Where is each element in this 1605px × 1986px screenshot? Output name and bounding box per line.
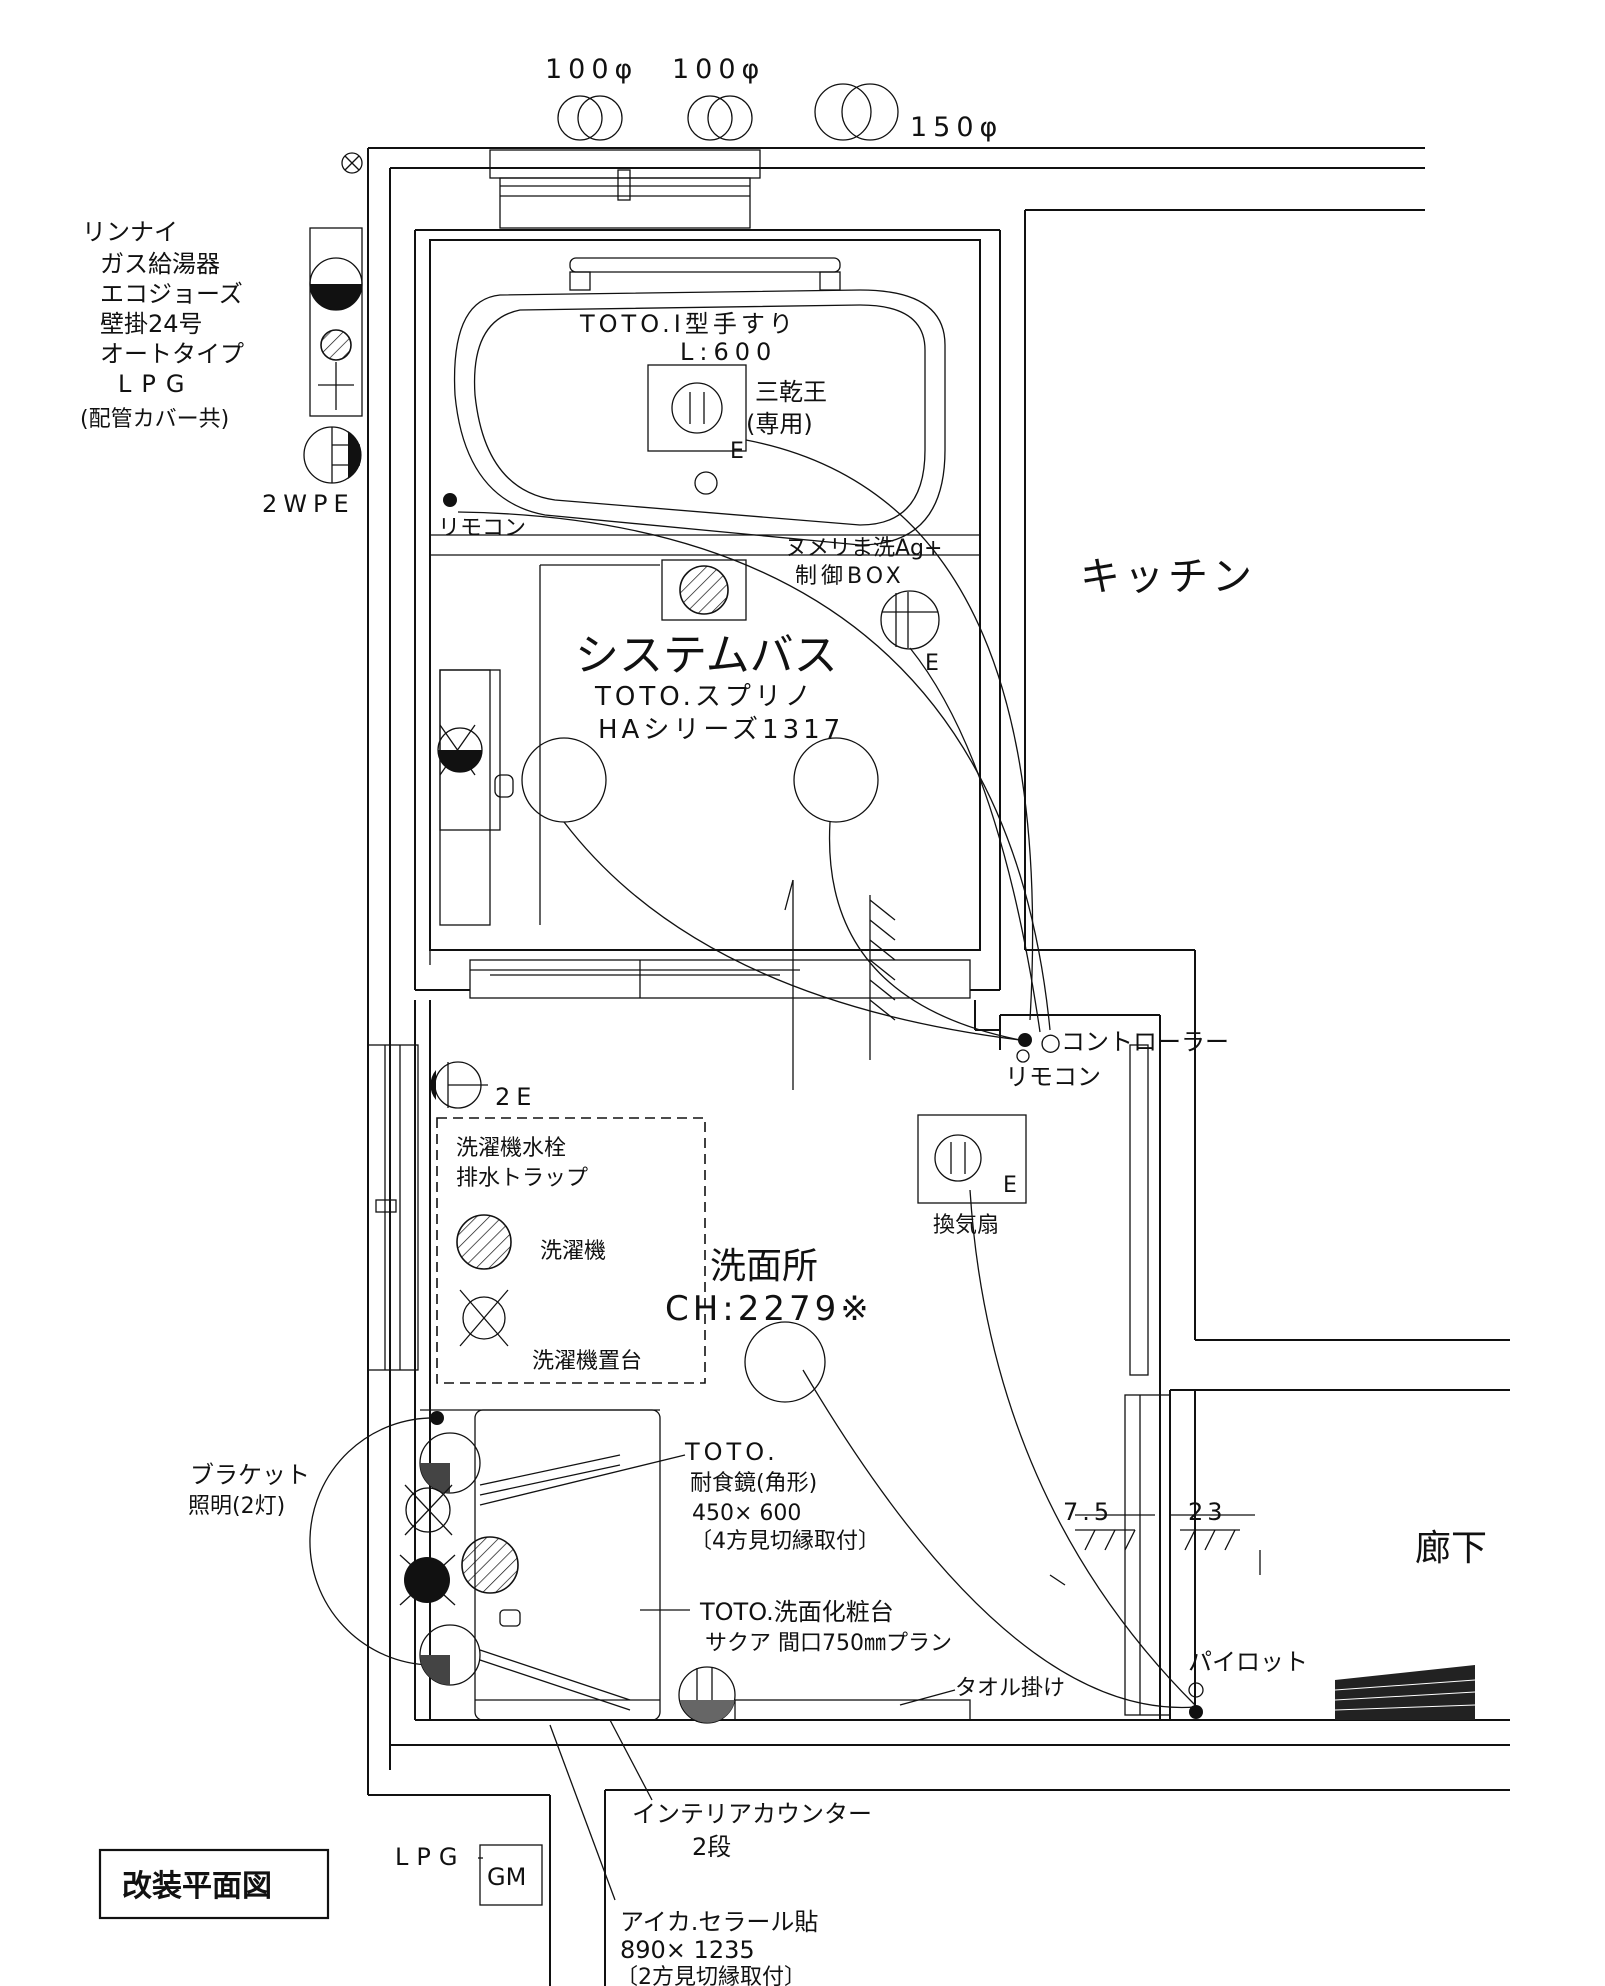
numeri-label: ヌメリま洗Ag+ [785,536,942,561]
handrail-label: TOTO.I型手すり [579,310,797,338]
panel-trim: 〔2方見切縁取付〕 [616,1965,806,1986]
fan-label: 換気扇 [933,1213,999,1238]
kitchen-label: キッチン [1080,554,1256,600]
mirror-name: 耐食鏡(角形) [690,1471,817,1496]
vanity-model: TOTO.洗面化粧台 [699,1598,894,1626]
laundry-stand: 洗濯機置台 [532,1349,642,1374]
dryer-e: E [730,439,744,464]
pilot-label: パイロット [1188,1648,1308,1676]
pipe-label-2: 100φ [672,54,765,85]
controller-label: ○コントローラー [1040,1028,1229,1056]
dryer-name: 三乾王 [755,378,827,406]
bath-name: システムバス [575,630,838,681]
outlet-2e-label: 2E [495,1083,537,1111]
dim-left: 7.5 [1063,1498,1113,1526]
bath-remote-label: リモコン [438,516,526,541]
bath-series: HAシリーズ1317 [598,715,844,745]
counter-tier: 2段 [692,1833,731,1861]
handrail-length: L:600 [680,338,777,366]
vanity-plan: サクア 間口750㎜プラン [705,1631,952,1656]
bracket-count: 照明(2灯) [188,1494,285,1519]
mirror-size: 450× 600 [692,1501,801,1526]
laundry-machine: 洗濯機 [540,1239,606,1264]
system-bath: TOTO.I型手すり L:600 三乾王 (専用) E リモコン ヌメリま洗Ag… [430,257,980,926]
numeri-e: E [925,651,939,676]
corridor: 7.5 23 廊下 パイロット [1049,1498,1487,1720]
towel-label: タオル掛け [955,1676,1065,1701]
outlet-2wpe-label: 2WPE [262,490,355,518]
heater-note: (配管カバー共) [80,407,229,432]
mirror-brand: TOTO. [684,1438,779,1466]
dim-right: 23 [1188,1498,1227,1526]
wiring [457,439,1196,1709]
bath-model: TOTO.スプリノ [594,682,815,712]
mirror-trim: 〔4方見切縁取付〕 [690,1529,880,1554]
vent-pipes: 100φ 100φ 150φ [545,54,1003,143]
dryer-note: (専用) [746,410,813,438]
washroom: 2E 洗濯機水栓 排水トラップ 洗濯機 洗濯機置台 E 換気扇 洗面所 CH:2… [188,1061,1065,1724]
laundry-faucet: 洗濯機水栓 [456,1136,566,1161]
heater-mode: オートタイプ [100,340,244,368]
heater-series: エコジョーズ [100,280,243,308]
counter-label: インテリアカウンター [632,1800,872,1828]
gas-meter-label: GM [487,1863,526,1891]
lpg-label: LPG [395,1843,465,1871]
washroom-ceiling-height: CH:2279※ [665,1289,873,1329]
panel-size: 890× 1235 [620,1936,755,1964]
controller: ○コントローラー リモコン [869,895,1229,1091]
controller-remote: リモコン [1005,1063,1101,1091]
pipe-label-3: 150φ [910,112,1003,143]
heater-type: ガス給湯器 [100,250,220,278]
pipe-label-1: 100φ [545,54,638,85]
washroom-name: 洗面所 [710,1246,818,1287]
heater-fuel: LPG [118,370,194,398]
walls [367,147,1510,1986]
fan-e: E [1003,1173,1017,1198]
bracket-label: ブラケット [190,1461,310,1489]
drawing-title: 改装平面図 [122,1869,272,1904]
bottom-notes: インテリアカウンター 2段 LPG GM アイカ.セラール貼 890× 1235… [98,1719,872,1986]
numeri-box-label: 制御BOX [795,564,905,589]
heater-maker: リンナイ [82,218,178,246]
heater-size: 壁掛24号 [100,310,203,338]
corridor-label: 廊下 [1415,1528,1487,1569]
panel-material: アイカ.セラール貼 [620,1908,818,1936]
gas-water-heater: リンナイ ガス給湯器 エコジョーズ 壁掛24号 オートタイプ LPG (配管カバ… [80,152,363,518]
laundry-trap: 排水トラップ [456,1166,588,1191]
